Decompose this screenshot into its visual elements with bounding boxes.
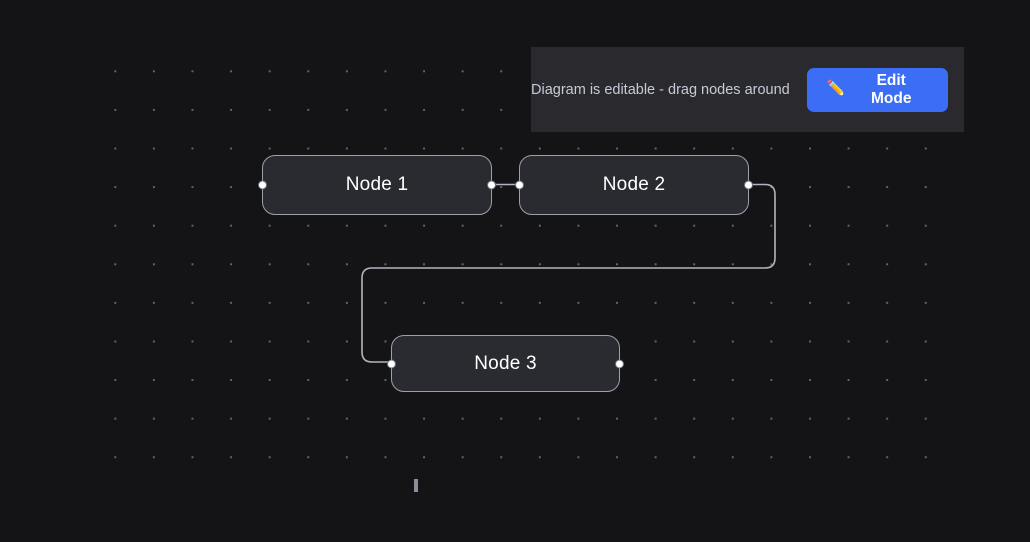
diagram-node-1[interactable]: Node 1 <box>258 155 496 215</box>
diagram-node-2[interactable]: Node 2 <box>515 155 753 215</box>
node-2-handle-left[interactable] <box>515 180 524 190</box>
node-1-handle-right[interactable] <box>487 180 496 190</box>
edit-mode-button-label: Edit Mode <box>870 71 912 107</box>
diagram-node-3[interactable]: Node 3 <box>387 335 624 392</box>
editable-banner: Diagram is editable - drag nodes around … <box>531 47 964 132</box>
node-1-handle-left[interactable] <box>258 180 267 190</box>
text-caret <box>414 479 418 492</box>
banner-message: Diagram is editable - drag nodes around <box>531 81 790 98</box>
edit-mode-button[interactable]: ✏️ Edit Mode <box>806 67 948 112</box>
node-3-handle-right[interactable] <box>615 359 624 368</box>
node-2-handle-right[interactable] <box>744 180 753 190</box>
node-3-label: Node 3 <box>474 352 537 374</box>
node-3-handle-left[interactable] <box>387 359 396 368</box>
node-2-label: Node 2 <box>602 174 666 195</box>
pencil-icon: ✏️ <box>826 80 846 97</box>
node-1-label: Node 1 <box>345 174 409 195</box>
